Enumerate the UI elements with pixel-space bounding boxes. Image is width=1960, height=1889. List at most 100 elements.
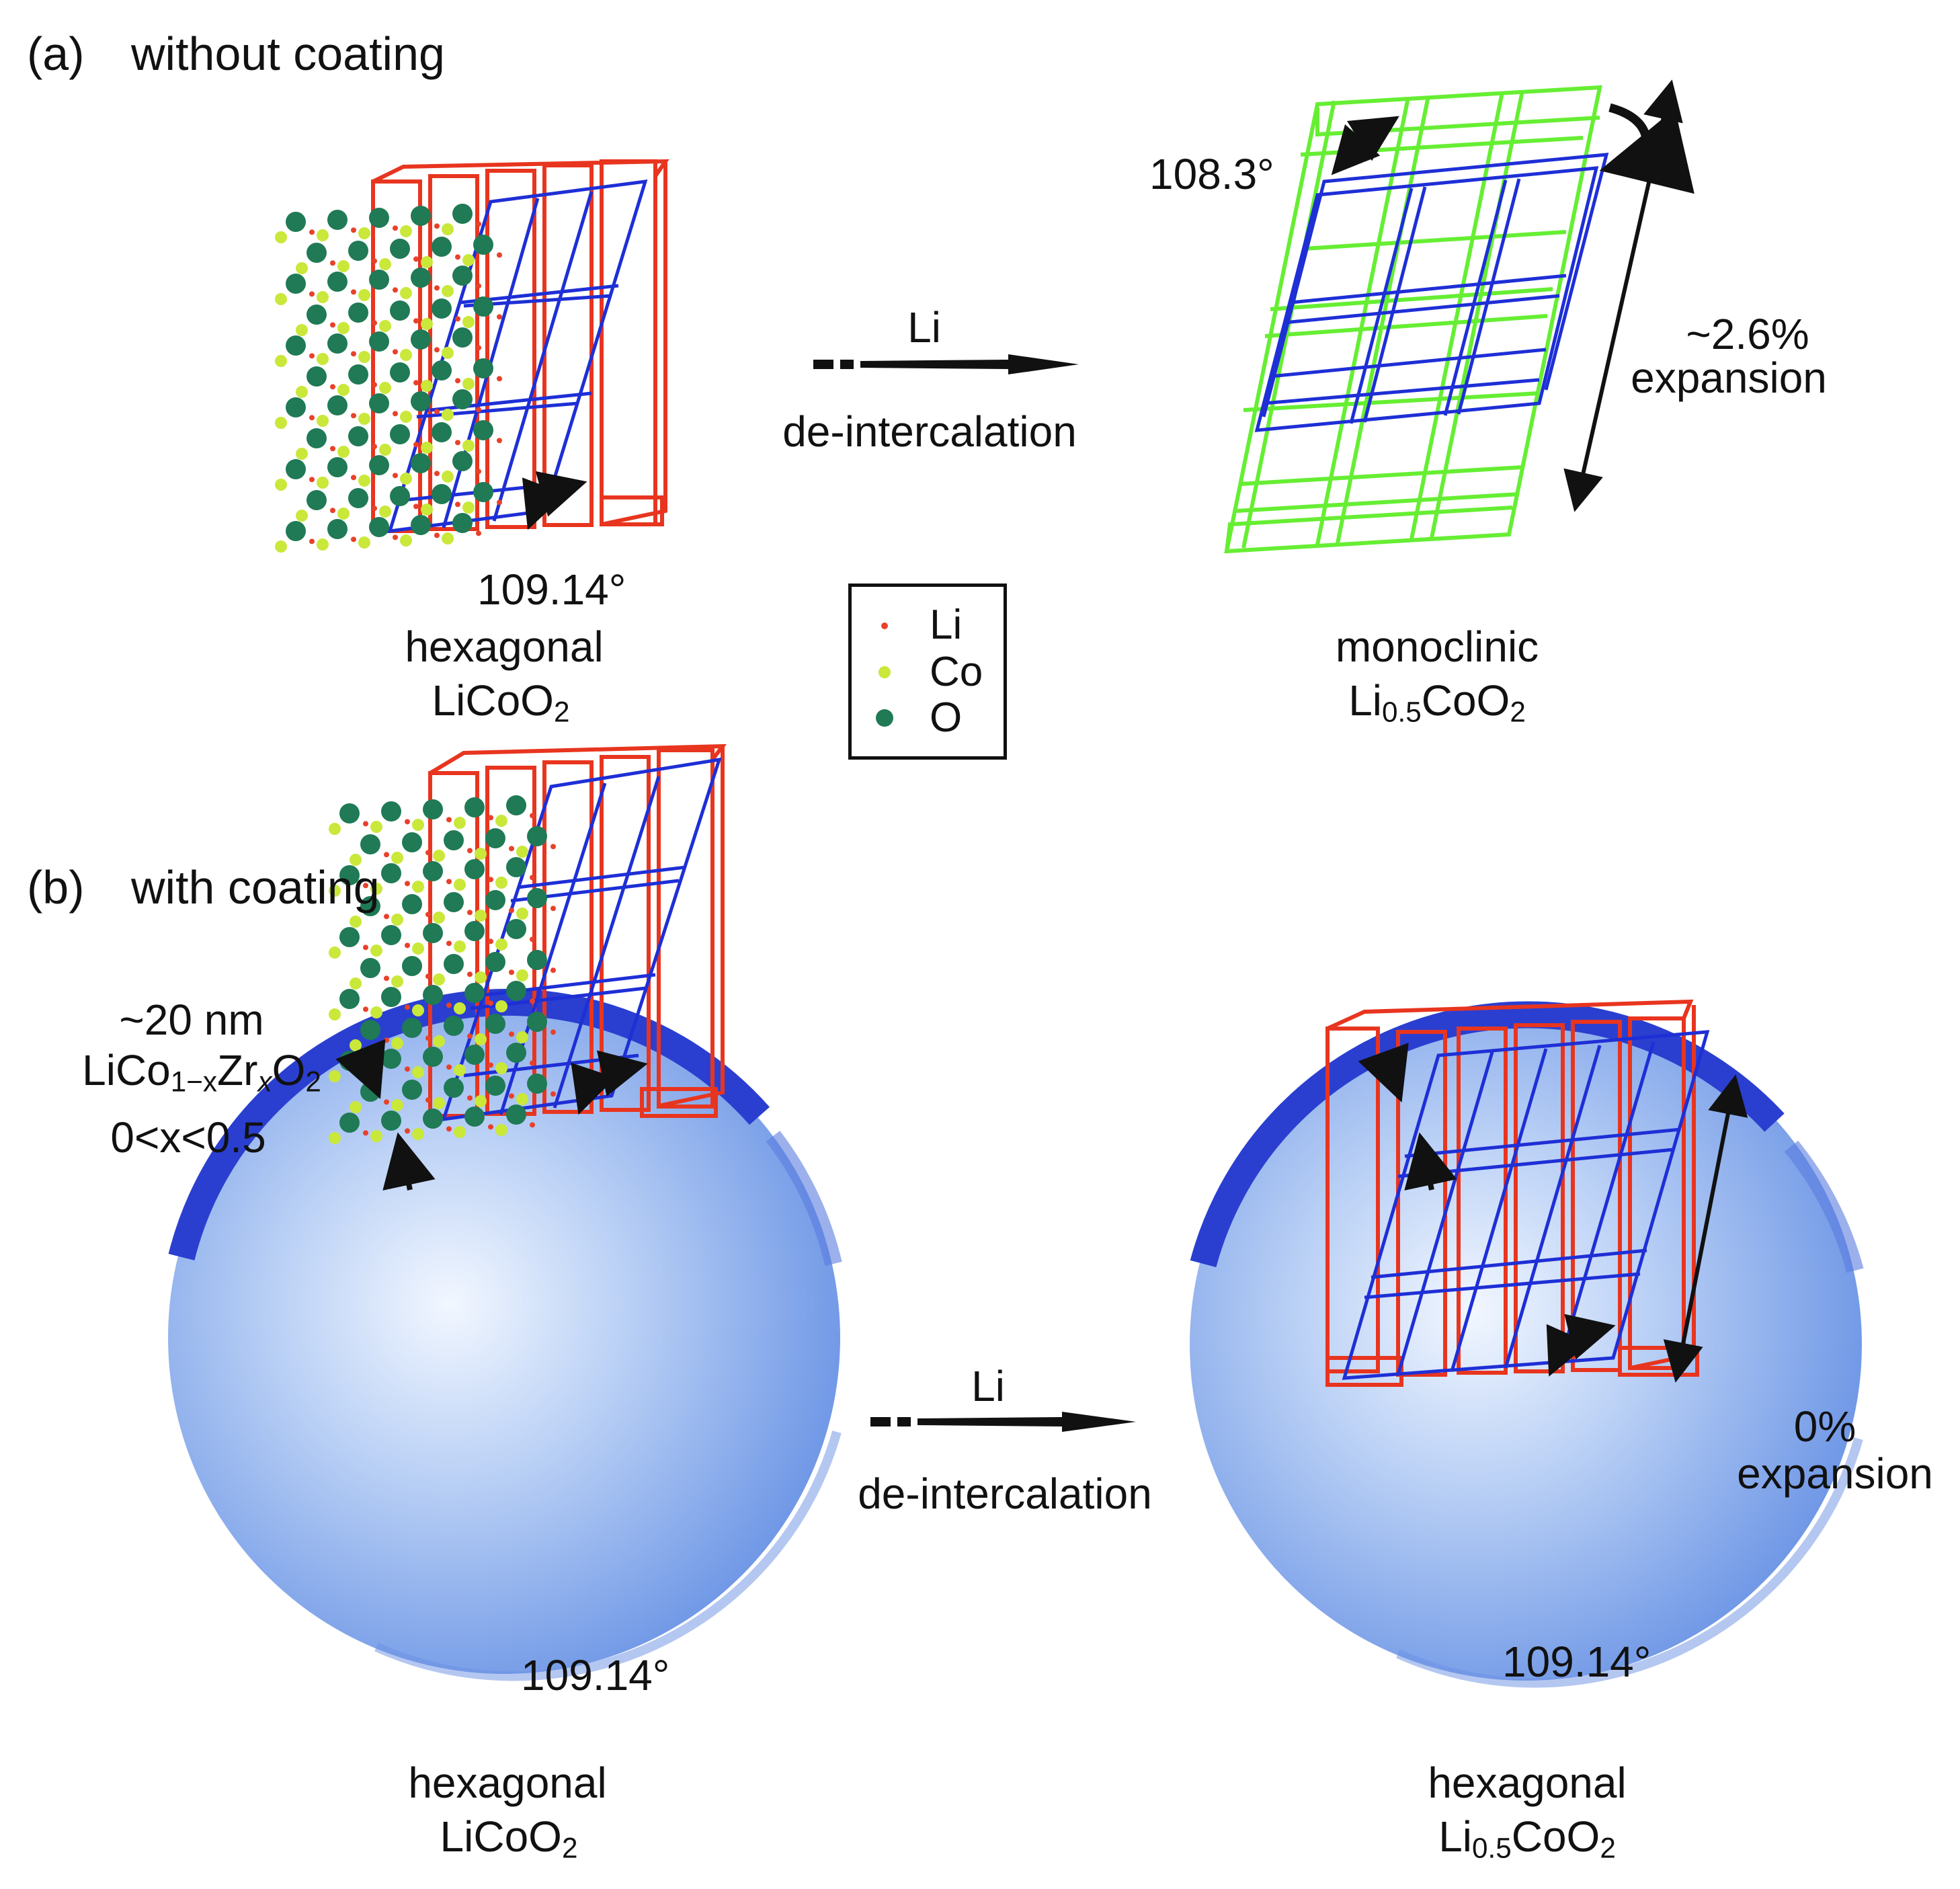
lithium-atom (309, 353, 315, 359)
oxygen-atom (381, 863, 401, 883)
cobalt-atom (421, 256, 433, 268)
oxygen-atom (452, 327, 473, 348)
lithium-atom (455, 254, 460, 260)
oxygen-atom (390, 239, 410, 259)
oxygen-atom (485, 1014, 505, 1034)
oxygen-atom (444, 1078, 464, 1098)
lithium-atom (455, 501, 460, 508)
lithium-atom (384, 1099, 389, 1105)
lithium-atom (434, 471, 440, 477)
lithium-atom (488, 1000, 493, 1006)
coating-arrow-outer-right (1358, 1043, 1409, 1103)
cobalt-atom (475, 971, 487, 983)
lithium-atom (393, 349, 398, 355)
cobalt-atom (495, 938, 507, 951)
cobalt-atom (358, 475, 370, 487)
oxygen-atom (423, 985, 443, 1005)
lithium-atom (455, 440, 460, 446)
cobalt-atom (350, 916, 362, 928)
lithium-atom (363, 821, 368, 827)
oxygen-atom (327, 272, 348, 292)
panel-b-left-caption-2: LiCoO2 (440, 1812, 578, 1864)
cobalt-atom (350, 977, 362, 990)
lithium-atom (497, 499, 502, 506)
lithium-atom (488, 938, 493, 944)
oxygen-atom (452, 204, 473, 224)
oxygen-atom (348, 241, 368, 261)
lithium-atom (497, 438, 502, 444)
lithium-atom (384, 1037, 389, 1043)
lithium-atom (476, 345, 481, 351)
oxygen-atom (390, 424, 410, 444)
lithium-atom (446, 1002, 452, 1008)
cobalt-atom (370, 944, 382, 957)
lithium-atom (434, 347, 440, 353)
cobalt-atom (442, 532, 454, 545)
oxygen-atom (339, 989, 360, 1009)
cobalt-atom (379, 382, 391, 394)
hexagonal-licoo2-structure-a (275, 159, 669, 553)
lithium-atom (309, 538, 315, 545)
panel-a-left-caption-2: LiCoO2 (432, 676, 570, 728)
cobalt-atom (462, 440, 475, 452)
lithium-atom (550, 1091, 556, 1097)
oxygen-atom (307, 305, 327, 325)
cobalt-atom (391, 1037, 403, 1049)
oxygen-atom (327, 395, 348, 415)
lithium-atom (351, 351, 356, 357)
panel-a-right-angle: 108.3° (1149, 150, 1274, 198)
cobalt-atom (516, 908, 528, 920)
oxygen-atom (390, 486, 410, 506)
cobalt-atom (296, 262, 308, 274)
lithium-atom (455, 316, 460, 322)
cobalt-atom (454, 940, 466, 953)
oxygen-atom (423, 923, 443, 943)
oxygen-atom (307, 428, 327, 448)
oxygen-atom (360, 896, 380, 916)
oxygen-atom (402, 1018, 422, 1038)
oxygen-atom (286, 212, 306, 232)
cobalt-atom (421, 504, 433, 516)
oxygen-atom (348, 303, 368, 323)
oxygen-atom (360, 958, 380, 978)
oxygen-atom (307, 366, 327, 387)
cobalt-atom (275, 417, 287, 429)
lithium-atom (509, 969, 514, 975)
oxygen-atom (444, 830, 464, 850)
lithium-atom (425, 912, 431, 918)
lithium-atom (446, 940, 452, 947)
oxygen-atom (423, 799, 443, 819)
oxygen-atom (506, 981, 526, 1001)
oxygen-atom (411, 391, 431, 411)
panel-a-expansion-2: expansion (1631, 354, 1827, 402)
oxygen-atom (473, 358, 493, 378)
oxygen-atom (452, 513, 473, 533)
lithium-atom (351, 227, 356, 233)
lithium-atom (467, 848, 473, 854)
oxygen-atom (411, 453, 431, 473)
oxygen-atom (381, 925, 401, 945)
coating-arrow-inner-right (1404, 1132, 1457, 1191)
oxygen-atom (444, 1016, 464, 1036)
cobalt-atom (337, 384, 350, 396)
panel-a-title: without coating (131, 28, 445, 80)
cobalt-atom (412, 819, 424, 831)
cobalt-atom (412, 1004, 424, 1016)
oxygen-atom (381, 987, 401, 1007)
panel-a-label: (a) (27, 28, 85, 80)
oxygen-atom (464, 921, 485, 941)
oxygen-atom (339, 927, 360, 947)
oxygen-atom (527, 1074, 547, 1094)
oxygen-atom (339, 803, 360, 823)
cobalt-atom (329, 885, 341, 897)
oxygen-atom (473, 482, 493, 502)
oxygen-atom (485, 828, 505, 848)
lithium-atom (497, 376, 502, 382)
lithium-atom (530, 936, 535, 942)
lithium-atom (476, 283, 481, 289)
panel-b-right-caption-1: hexagonal (1428, 1759, 1627, 1807)
oxygen-atom (464, 1045, 485, 1065)
cobalt-atom (350, 1101, 362, 1113)
angle-arrow-a-left (522, 471, 587, 530)
